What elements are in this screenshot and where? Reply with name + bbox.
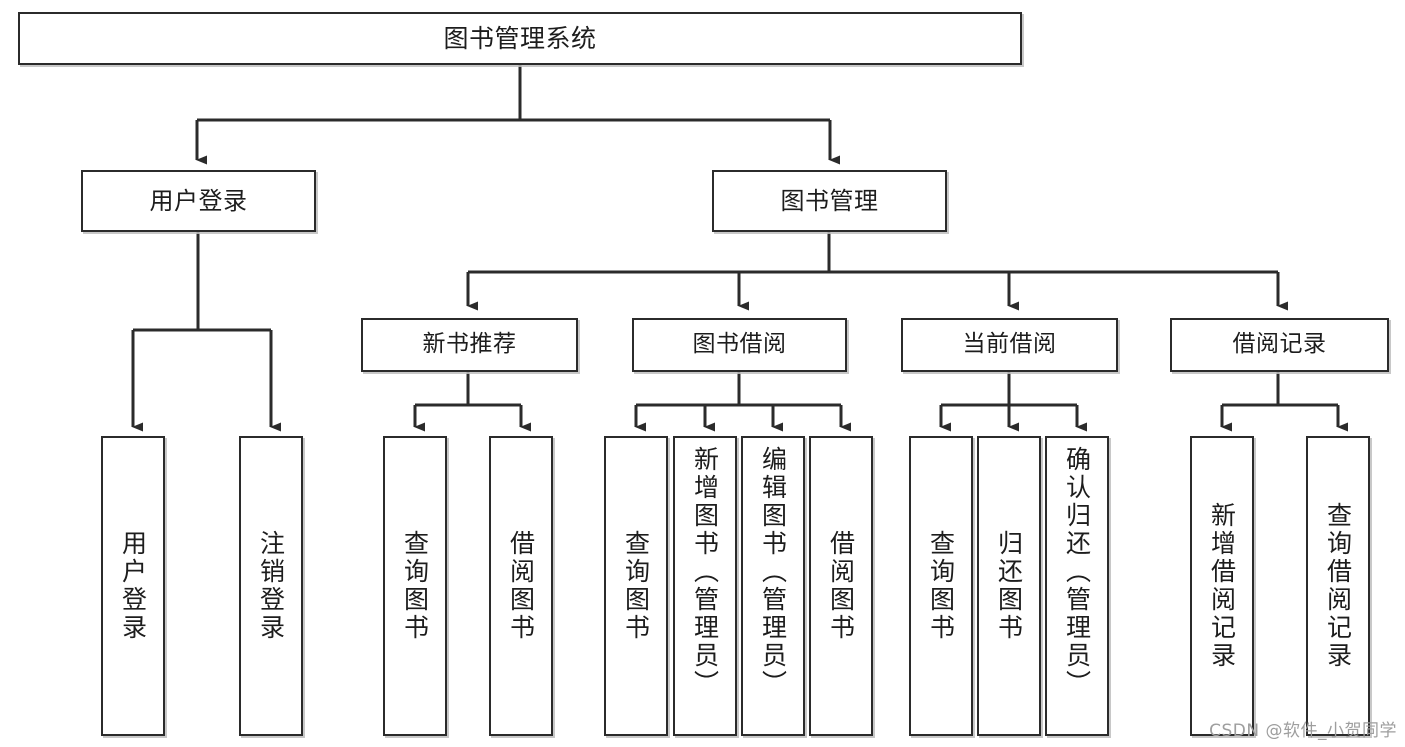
node-user-login[interactable]: 用户登录 [81,170,316,232]
node-leaf-add-book-admin[interactable]: 新增图书（管理员） [673,436,737,736]
node-leaf-return-book-label: 归还图书 [994,530,1024,642]
node-leaf-query-book-current-label: 查询图书 [926,530,956,642]
node-leaf-borrow-book[interactable]: 借阅图书 [809,436,873,736]
node-root-book-management-system[interactable]: 图书管理系统 [18,12,1022,65]
node-leaf-user-login-label: 用户登录 [118,530,148,642]
node-borrow-record-label: 借阅记录 [1232,331,1327,358]
node-leaf-add-book-admin-label: 新增图书（管理员） [690,446,720,698]
node-book-management-label: 图书管理 [780,186,879,215]
node-book-management[interactable]: 图书管理 [712,170,947,232]
node-leaf-return-book[interactable]: 归还图书 [977,436,1041,736]
node-leaf-edit-book-admin[interactable]: 编辑图书（管理员） [741,436,805,736]
node-leaf-query-book-borrow-label: 查询图书 [621,530,651,642]
node-leaf-add-borrow-record-label: 新增借阅记录 [1207,502,1237,670]
node-leaf-logout[interactable]: 注销登录 [239,436,303,736]
node-leaf-query-book-current[interactable]: 查询图书 [909,436,973,736]
node-current-borrow[interactable]: 当前借阅 [901,318,1118,372]
node-leaf-logout-label: 注销登录 [256,530,286,642]
node-root-label: 图书管理系统 [443,23,597,53]
node-leaf-query-borrow-record[interactable]: 查询借阅记录 [1306,436,1370,736]
node-leaf-confirm-return-admin-label: 确认归还（管理员） [1062,446,1092,698]
node-book-borrow-label: 图书借阅 [692,331,787,358]
node-leaf-borrow-book-recommend[interactable]: 借阅图书 [489,436,553,736]
node-current-borrow-label: 当前借阅 [962,331,1057,358]
node-new-book-recommend[interactable]: 新书推荐 [361,318,578,372]
node-leaf-query-book-borrow[interactable]: 查询图书 [604,436,668,736]
node-book-borrow[interactable]: 图书借阅 [632,318,847,372]
node-leaf-confirm-return-admin[interactable]: 确认归还（管理员） [1045,436,1109,736]
node-leaf-query-borrow-record-label: 查询借阅记录 [1323,502,1353,670]
node-borrow-record[interactable]: 借阅记录 [1170,318,1389,372]
node-new-book-recommend-label: 新书推荐 [422,331,517,358]
node-leaf-query-book-recommend[interactable]: 查询图书 [383,436,447,736]
node-leaf-borrow-book-recommend-label: 借阅图书 [506,530,536,642]
node-leaf-user-login[interactable]: 用户登录 [101,436,165,736]
node-leaf-query-book-recommend-label: 查询图书 [400,530,430,642]
node-leaf-edit-book-admin-label: 编辑图书（管理员） [758,446,788,698]
csdn-watermark: CSDN @软件_小贺同学 [1209,721,1397,741]
node-leaf-borrow-book-label: 借阅图书 [826,530,856,642]
node-user-login-label: 用户登录 [149,186,248,215]
node-leaf-add-borrow-record[interactable]: 新增借阅记录 [1190,436,1254,736]
